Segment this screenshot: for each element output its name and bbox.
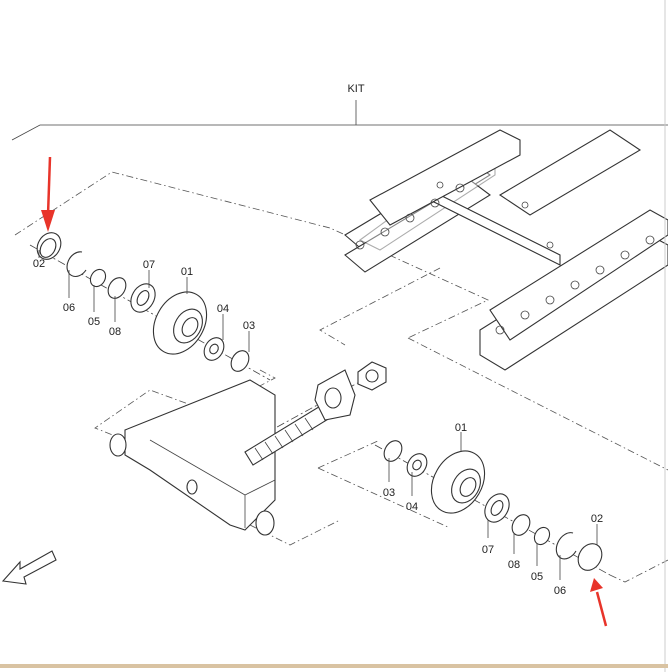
ring-08-left: [107, 277, 127, 299]
label-06-left: 06: [63, 302, 75, 314]
label-04-right: 04: [406, 501, 418, 513]
label-01-left: 01: [181, 266, 193, 278]
snap-ring-06-left: [66, 251, 87, 277]
label-05-right: 05: [531, 571, 543, 583]
label-03-right: 03: [383, 487, 395, 499]
label-07-right: 07: [482, 544, 494, 556]
red-arrow-indicator-right: [590, 578, 608, 627]
ring-03-left: [230, 350, 250, 372]
kit-label: KIT: [347, 83, 364, 95]
label-05-left: 05: [88, 316, 100, 328]
idler-arm: [109, 379, 276, 536]
red-arrow-indicator-left: [41, 156, 55, 232]
label-01-right: 01: [455, 422, 467, 434]
label-04-left: 04: [217, 303, 229, 315]
ring-03-right: [383, 440, 403, 462]
kit-bracket: [11, 100, 668, 141]
label-08-right: 08: [508, 559, 520, 571]
left-axis: [29, 244, 271, 381]
label-07-left: 07: [143, 259, 155, 271]
ring-05-left: [89, 268, 107, 288]
ring-05-right: [533, 526, 551, 546]
label-08-left: 08: [109, 326, 121, 338]
label-02-right: 02: [591, 513, 603, 525]
cover-02-right: [577, 543, 603, 571]
direction-arrow-icon: [1, 550, 57, 585]
left-part-group: [36, 232, 250, 372]
spring-shaft: [244, 361, 387, 466]
track-chain: [344, 129, 668, 371]
label-03-left: 03: [243, 320, 255, 332]
group-outlines: [14, 171, 668, 583]
label-06-right: 06: [554, 585, 566, 597]
ring-08-right: [511, 514, 531, 536]
label-02-left: 02: [33, 258, 45, 270]
bottom-border: [0, 664, 668, 668]
snap-ring-06-right: [555, 532, 577, 560]
